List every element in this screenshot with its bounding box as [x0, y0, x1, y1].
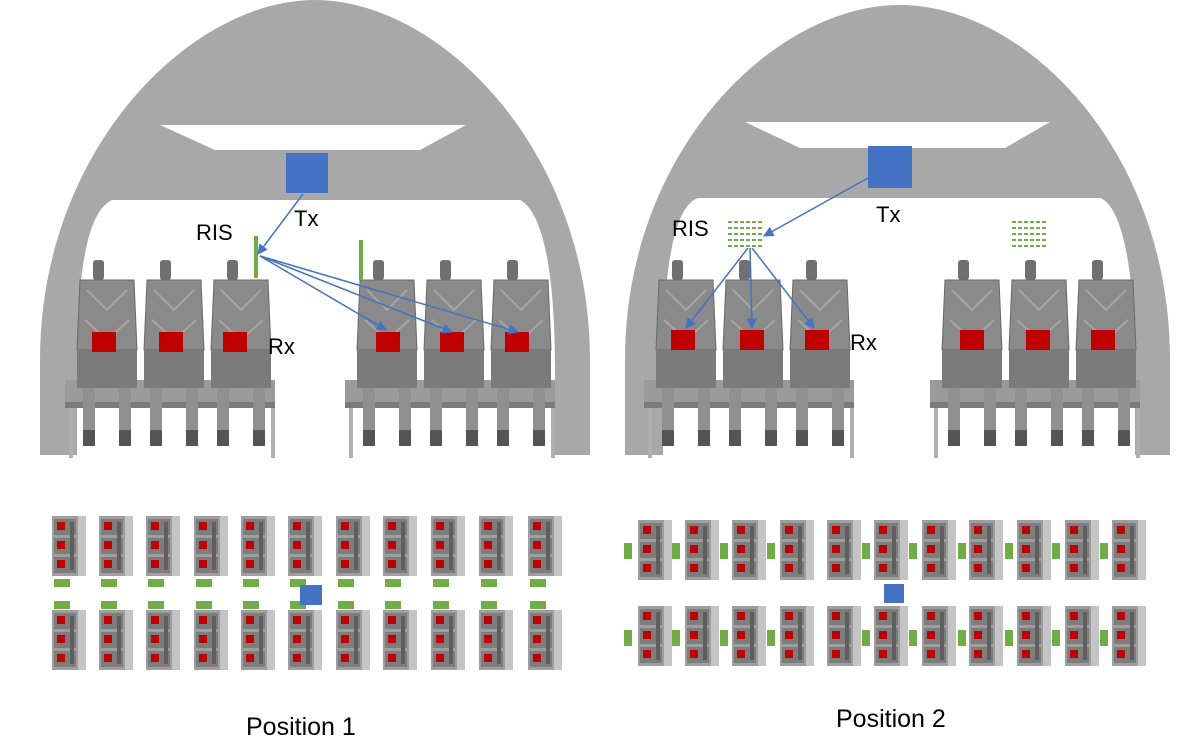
signal-ris-to-rx-1	[685, 247, 749, 329]
transmitter	[868, 146, 912, 188]
tx-label: Tx	[294, 206, 318, 231]
signal-tx-to-ris	[257, 193, 304, 255]
receiver-1	[671, 330, 695, 350]
receiver-4	[960, 330, 984, 350]
ris-panel-right	[1012, 221, 1048, 247]
rx-label: Rx	[268, 334, 295, 359]
receiver-3	[223, 332, 247, 352]
ceiling-panel	[160, 125, 466, 150]
fuselage-shell	[40, 0, 590, 455]
seat-rows-upper	[52, 516, 562, 576]
cabin-cross-section-position-2: RIS Tx Rx	[625, 5, 1170, 458]
rx-label: Rx	[850, 330, 877, 355]
signal-tx-to-ris	[763, 177, 869, 237]
tx-label: Tx	[876, 202, 900, 227]
ceiling-panel	[745, 122, 1050, 148]
receiver-2	[159, 332, 183, 352]
signal-ris-to-rx-2	[746, 247, 758, 330]
cabin-cross-section-position-1: RIS Tx Rx	[40, 0, 590, 458]
ris-label: RIS	[672, 216, 709, 241]
signal-ris-to-rx-5	[259, 255, 453, 334]
ris-panel-right	[359, 240, 363, 280]
seat-block-left	[65, 260, 275, 458]
ris-panels-sidewall	[624, 543, 1108, 646]
seat-block-right	[930, 260, 1140, 458]
seat-rows-lower	[52, 610, 562, 670]
receiver-6	[505, 332, 529, 352]
ris-panel-left	[254, 236, 258, 278]
seat-rows-upper	[638, 520, 1146, 580]
receiver-1	[92, 332, 116, 352]
seat-block-left	[644, 260, 854, 458]
position-2-label: Position 2	[836, 705, 946, 733]
signal-ris-to-rx-3	[751, 247, 815, 329]
ris-panels-aisle	[54, 579, 546, 609]
receiver-2	[740, 330, 764, 350]
receiver-6	[1091, 330, 1115, 350]
top-view-position-2: Position 2	[624, 520, 1146, 733]
receiver-5	[1026, 330, 1050, 350]
transmitter-top	[300, 585, 322, 605]
ris-panel-left	[728, 221, 764, 247]
receiver-3	[805, 330, 829, 350]
seat-rows-lower	[638, 606, 1146, 666]
transmitter-top	[884, 584, 904, 603]
transmitter	[286, 153, 328, 193]
receiver-5	[440, 332, 464, 352]
signal-ris-to-rx-6	[259, 255, 520, 335]
signal-ris-to-rx-4	[259, 255, 387, 331]
position-1-label: Position 1	[246, 713, 356, 741]
ris-label: RIS	[196, 220, 233, 245]
top-view-position-1: Position 1	[52, 516, 562, 741]
receiver-4	[376, 332, 400, 352]
